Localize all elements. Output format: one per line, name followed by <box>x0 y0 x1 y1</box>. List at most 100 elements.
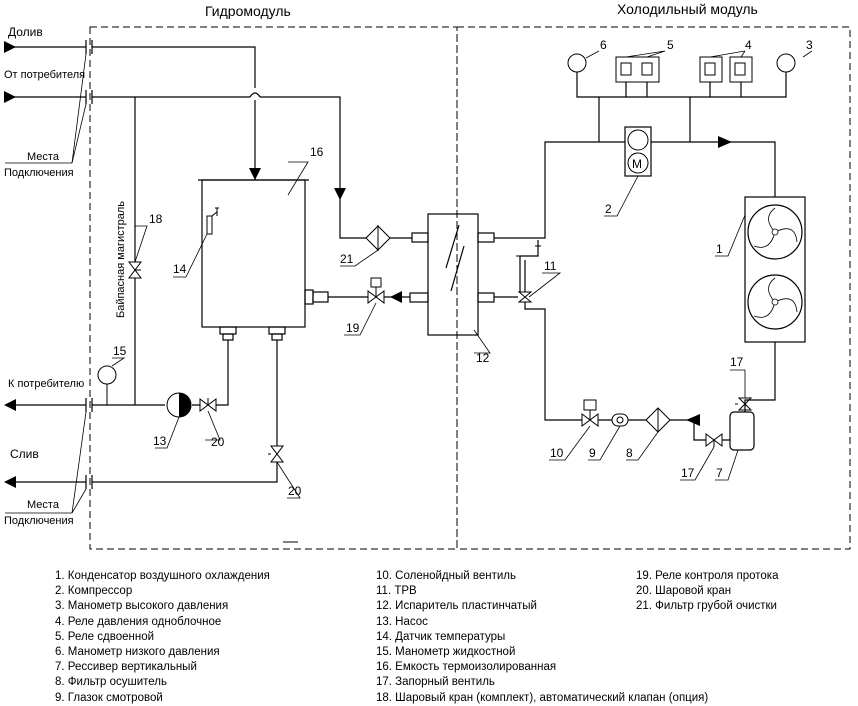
callout-17b: 17 <box>681 466 695 480</box>
legend-item: 8. Фильтр осушитель <box>55 676 168 689</box>
legend-item: 16. Емкость термоизолированная <box>376 661 557 674</box>
legend-item: 6. Манометр низкого давления <box>55 646 220 659</box>
pressure-gauge-3 <box>776 53 796 73</box>
left-connections <box>5 46 412 483</box>
legend-item: 20. Шаровой кран <box>636 585 732 598</box>
legend-item: 18. Шаровый кран (комплект), автоматичес… <box>376 691 709 704</box>
callout-14: 14 <box>173 262 187 276</box>
expansion-valve-11 <box>516 240 541 303</box>
callout-numbers: 1 2 3 4 5 6 7 8 9 10 11 12 13 14 15 16 1… <box>113 38 813 498</box>
temperature-sensor-14 <box>206 207 219 235</box>
callout-8: 8 <box>626 446 633 460</box>
connection-flanges <box>85 40 93 489</box>
callout-7: 7 <box>716 466 723 480</box>
arrow-to-relay <box>390 291 402 303</box>
coarse-filter-21 <box>365 224 391 252</box>
callout-9: 9 <box>589 446 596 460</box>
legend-item: 17. Запорный вентиль <box>376 676 495 689</box>
inlet-arrow-consumer <box>4 91 16 103</box>
flow-arrow-liquid <box>686 414 700 426</box>
legend-item: 13. Насос <box>376 615 428 628</box>
compressor-symbol: М <box>632 157 642 171</box>
label-fill: Долив <box>8 25 43 39</box>
shutoff-valve-17-lower <box>705 433 723 447</box>
hydro-module-title: Гидромодуль <box>205 3 291 19</box>
callout-19: 19 <box>346 321 360 335</box>
sight-glass-9 <box>611 413 629 427</box>
label-from-consumer: От потребителя <box>4 69 85 81</box>
hydro-module-frame <box>89 26 458 550</box>
label-connection-1: Подключения <box>4 167 74 179</box>
cooling-module-title: Холодильный модуль <box>617 1 758 17</box>
cooling-module-frame <box>456 26 851 550</box>
outlet-arrow-to-consumer <box>4 399 16 411</box>
label-places-2: Места <box>27 499 60 511</box>
legend-item: 12. Испаритель пластинчатый <box>376 600 537 613</box>
legend-column-3: 19. Реле контроля протока 20. Шаровой кра… <box>636 569 779 615</box>
condenser-1 <box>744 196 806 343</box>
tank-16 <box>198 179 329 341</box>
label-bypass: Байпасная магистраль <box>115 201 127 318</box>
flow-arrow-discharge <box>718 136 732 148</box>
callout-15: 15 <box>113 344 127 358</box>
legend-item: 21. Фильтр грубой очистки <box>636 600 777 613</box>
callout-3: 3 <box>806 38 813 52</box>
legend-item: 10. Соленойдный вентиль <box>376 570 516 582</box>
ball-valve-20-upper <box>199 398 217 412</box>
module-boundaries <box>89 26 851 550</box>
ball-valve-18 <box>128 261 142 279</box>
label-connection-2: Подключения <box>4 515 74 527</box>
legend-column-1: 1. Конденсатор воздушного охлаждения 2. К… <box>55 569 270 706</box>
pressure-gauge-6 <box>567 53 587 73</box>
legend-item: 9. Глазок смотровой <box>55 691 163 704</box>
legend-item: 15. Манометр жидкостной <box>376 646 516 659</box>
callout-5: 5 <box>667 38 674 52</box>
callout-16: 16 <box>310 145 324 159</box>
outlet-arrow-drain <box>4 476 16 488</box>
compressor-2: М <box>624 126 652 177</box>
legend-item: 7. Рессивер вертикальный <box>55 661 197 674</box>
legend-item: 1. Конденсатор воздушного охлаждения <box>55 570 270 582</box>
ball-valve-20-lower <box>268 445 284 463</box>
pressure-relay-4 <box>699 56 753 83</box>
arrow-into-tank <box>249 168 261 180</box>
receiver-7 <box>729 411 755 451</box>
legend-item: 4. Реле давления одноблочное <box>55 615 222 628</box>
pump-13 <box>166 392 192 418</box>
dual-relay-5 <box>615 56 660 83</box>
label-places-1: Места <box>27 151 60 163</box>
callout-20b: 20 <box>288 484 302 498</box>
callout-2: 2 <box>605 202 612 216</box>
filter-drier-8 <box>645 407 671 433</box>
fan-blades <box>753 207 798 318</box>
solenoid-valve-10 <box>581 399 599 427</box>
callout-1: 1 <box>716 242 723 256</box>
callout-21: 21 <box>340 252 354 266</box>
flow-relay-19 <box>367 277 385 304</box>
legend-item: 19. Реле контроля протока <box>636 570 779 582</box>
callout-11: 11 <box>544 259 557 273</box>
legend-item: 14. Датчик температуры <box>376 630 506 643</box>
line-crossing <box>249 92 261 98</box>
label-drain: Слив <box>10 447 39 461</box>
legend-item: 2. Компрессор <box>55 585 133 598</box>
evaporator-12 <box>409 213 495 336</box>
label-to-consumer: К потребителю <box>8 378 84 390</box>
legend-item: 3. Манометр высокого давления <box>55 600 229 613</box>
callout-18: 18 <box>149 212 163 226</box>
connection-leaders <box>5 53 87 514</box>
manometer-15 <box>97 365 117 405</box>
callout-12: 12 <box>476 351 490 365</box>
inlet-arrow-fill <box>4 41 16 53</box>
callout-17a: 17 <box>730 355 744 369</box>
callout-20a: 20 <box>211 435 225 449</box>
arrow-down-filter <box>334 188 346 200</box>
callout-leaders <box>111 50 813 499</box>
callout-4: 4 <box>745 38 752 52</box>
legend-item: 5. Реле сдвоенной <box>55 630 155 643</box>
callout-6: 6 <box>600 38 607 52</box>
callout-13: 13 <box>153 434 167 448</box>
shutoff-valve-17-upper <box>735 397 753 411</box>
legend-item: 11. ТРВ <box>376 585 417 598</box>
